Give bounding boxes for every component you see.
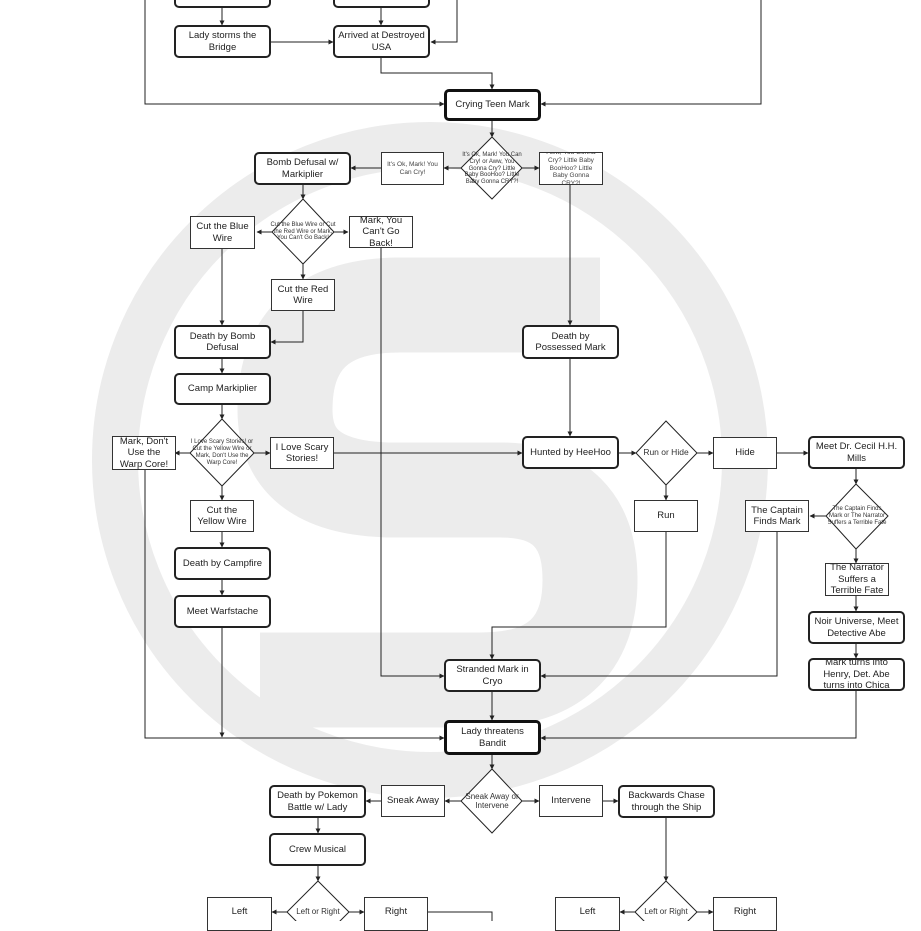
decision-cry-label: It's Ok, Mark! You Can Cry! or Aww, You … [462,151,522,186]
node-destroyed-usa[interactable]: Arrived at Destroyed USA [333,25,430,58]
node-sneak-away[interactable]: Sneak Away [381,785,445,817]
node-cant-go-back[interactable]: Mark, You Can't Go Back! [349,216,413,248]
decision-scary-label: I Love Scary Stories! or Cut the Yellow … [190,439,254,466]
node-its-ok-mark[interactable]: It's Ok, Mark! You Can Cry! [381,152,444,185]
node-backwards-chase[interactable]: Backwards Chase through the Ship [618,785,715,818]
decision-wire-shape [271,198,335,265]
node-meet-warfstache[interactable]: Meet Warfstache [174,595,271,628]
decision-run-hide-shape [635,420,698,486]
node-scary-stories[interactable]: I Love Scary Stories! [270,437,334,469]
node-hunted-heehoo[interactable]: Hunted by HeeHoo [522,436,619,469]
node-left-1[interactable]: Left [207,897,272,931]
node-cut-yellow-wire[interactable]: Cut the Yellow Wire [190,500,254,532]
node-camp-markiplier[interactable]: Camp Markiplier [174,373,271,405]
decision-left-right-2-shape [634,880,698,921]
node-aww-baby[interactable]: Aww, You Gonna Cry? Little Baby BooHoo? … [539,152,603,185]
node-crew-musical[interactable]: Crew Musical [269,833,366,866]
decision-sneak-shape [460,768,523,834]
node-meet-dr-cecil[interactable]: Meet Dr. Cecil H.H. Mills [808,436,905,469]
decision-captain-shape [825,483,889,550]
node-crying-teen-mark[interactable]: Crying Teen Mark [444,89,541,121]
node-prison[interactable]: Prison [333,0,430,8]
node-left-2[interactable]: Left [555,897,620,931]
decision-sneak-label: Sneak Away or Intervene [465,791,519,810]
node-narrator-fate[interactable]: The Narrator Suffers a Terrible Fate [825,563,889,596]
node-hide[interactable]: Hide [713,437,777,469]
node-bomb-defusal[interactable]: Bomb Defusal w/ Markiplier [254,152,351,185]
node-captain-finds-mark[interactable]: The Captain Finds Mark [745,500,809,532]
node-run[interactable]: Run [634,500,698,532]
decision-wire-label: Cut the Blue Wire or Cut the Red Wire or… [270,221,336,242]
decision-run-hide-label: Run or Hide [643,447,689,458]
node-noir-universe[interactable]: Noir Universe, Meet Detective Abe [808,611,905,644]
decision-captain-label: The Captain Finds Mark or The Narrator S… [827,506,887,526]
node-death-possessed-mark[interactable]: Death by Possessed Mark [522,325,619,359]
node-right-1[interactable]: Right [364,897,428,931]
decision-left-right-1-label: Left or Right [296,907,340,917]
decision-left-right-2-label: Left or Right [644,907,688,917]
node-lady-storms-bridge[interactable]: Lady storms the Bridge [174,25,271,58]
node-warp-core[interactable]: Mark, Don't Use the Warp Core! [112,436,176,470]
decision-cry-shape [460,136,523,200]
node-stranded-cryo[interactable]: Stranded Mark in Cryo [444,659,541,692]
node-cut-blue-wire[interactable]: Cut the Blue Wire [190,216,255,249]
node-top-left[interactable] [174,0,271,8]
node-right-2[interactable]: Right [713,897,777,931]
node-intervene[interactable]: Intervene [539,785,603,817]
node-death-pokemon[interactable]: Death by Pokemon Battle w/ Lady [269,785,366,818]
node-cut-red-wire[interactable]: Cut the Red Wire [271,279,335,311]
node-death-campfire[interactable]: Death by Campfire [174,547,271,580]
decision-scary-shape [189,418,255,487]
node-death-bomb-defusal[interactable]: Death by Bomb Defusal [174,325,271,359]
decision-left-right-1-shape [286,880,350,921]
node-lady-threatens-bandit[interactable]: Lady threatens Bandit [444,720,541,755]
node-henry-chica[interactable]: Mark turns into Henry, Det. Abe turns in… [808,658,905,691]
